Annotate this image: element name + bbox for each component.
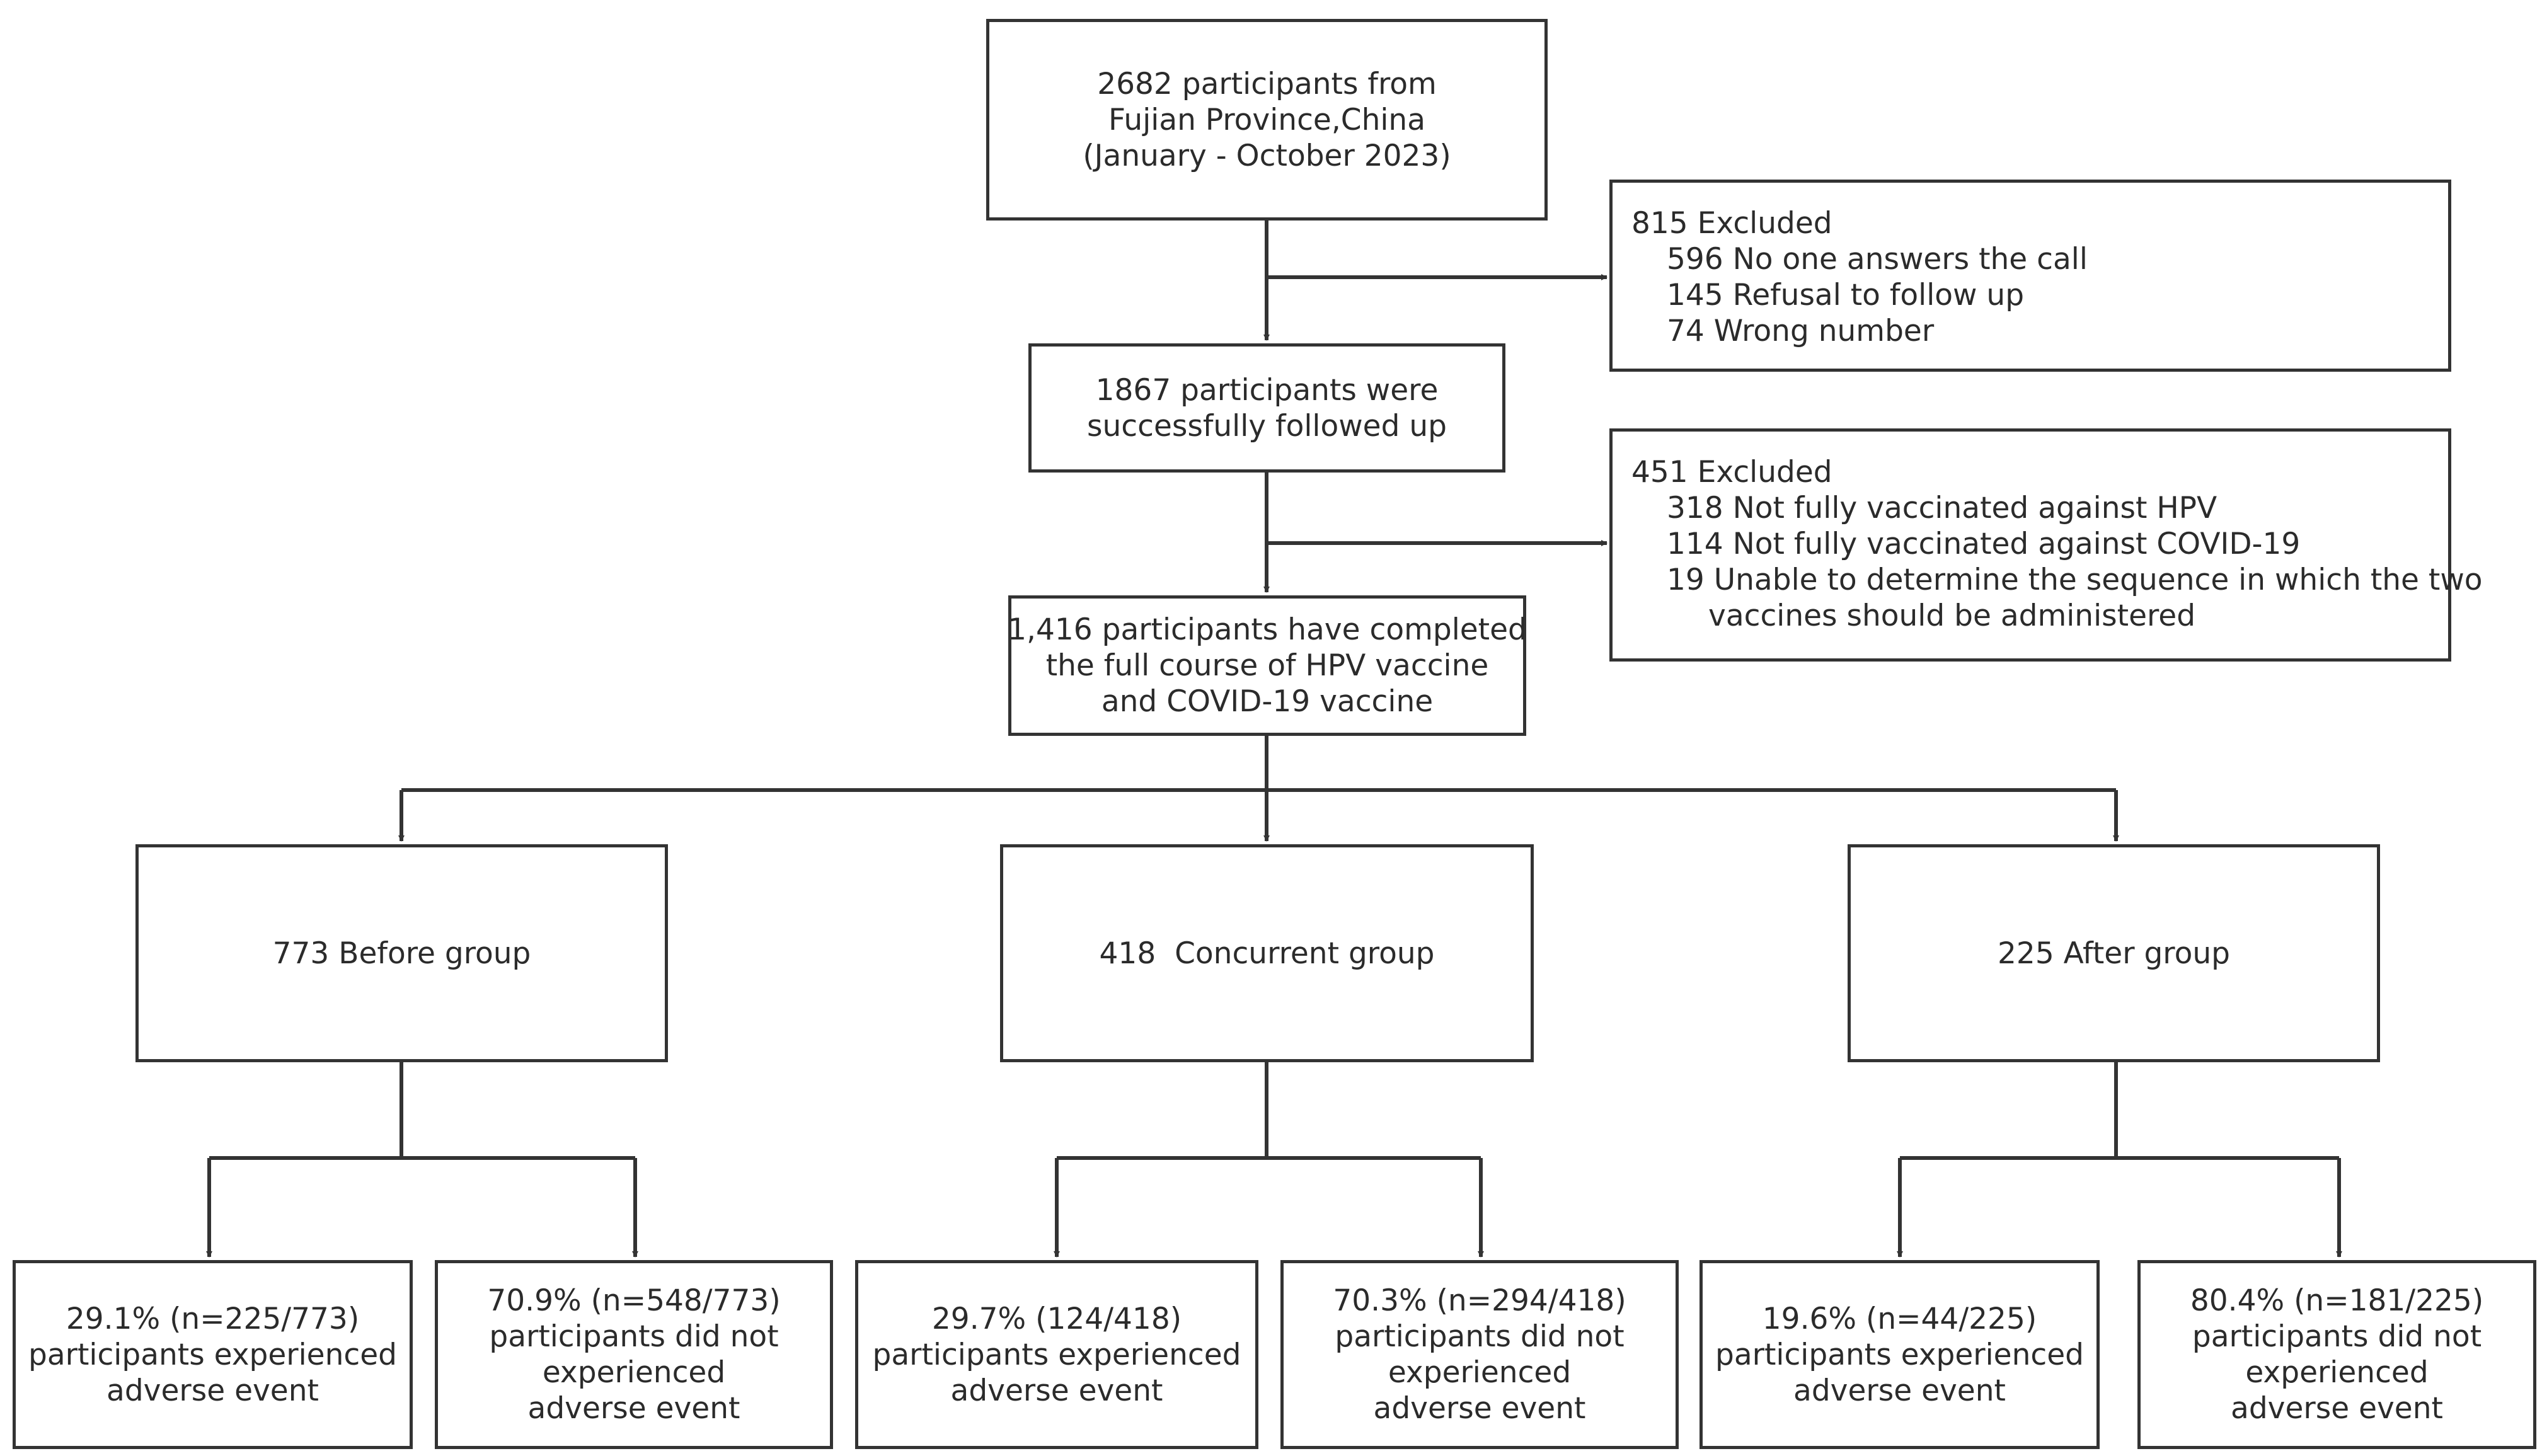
- before-ae-box: 29.1% (n=225/773) participants experienc…: [13, 1260, 413, 1449]
- concurrent-group-box: 418 Concurrent group: [1000, 844, 1534, 1062]
- concurrent-ae-line-2: participants experienced: [872, 1337, 1241, 1372]
- before-no-ae-line-4: adverse event: [527, 1391, 740, 1426]
- excluded2-reason-3-cont: vaccines should be administered: [1708, 599, 2196, 633]
- start-line-2: Fujian Province,China: [1108, 102, 1426, 137]
- concurrent-ae-box: 29.7% (124/418) participants experienced…: [855, 1260, 1258, 1449]
- followed-line-1: 1867 participants were: [1095, 372, 1439, 408]
- completed-line-1: 1,416 participants have completed: [1008, 612, 1527, 647]
- concurrent-group-label: 418 Concurrent group: [1099, 936, 1435, 971]
- concurrent-no-ae-line-3: experienced: [1388, 1355, 1572, 1390]
- excluded2-reason-1: 318 Not fully vaccinated against HPV: [1667, 491, 2217, 525]
- after-no-ae-box: 80.4% (n=181/225) participants did not e…: [2137, 1260, 2536, 1449]
- before-no-ae-box: 70.9% (n=548/773) participants did not e…: [435, 1260, 833, 1449]
- before-ae-line-1: 29.1% (n=225/773): [66, 1301, 360, 1336]
- concurrent-no-ae-box: 70.3% (n=294/418) participants did not e…: [1280, 1260, 1679, 1449]
- excluded1-reason-2: 145 Refusal to follow up: [1667, 278, 2025, 312]
- before-no-ae-line-2: participants did not: [489, 1319, 779, 1354]
- before-group-label: 773 Before group: [272, 936, 531, 971]
- concurrent-no-ae-line-4: adverse event: [1373, 1391, 1586, 1426]
- completed-line-2: the full course of HPV vaccine: [1045, 648, 1489, 683]
- excluded1-reason-3: 74 Wrong number: [1667, 314, 1935, 348]
- before-ae-line-3: adverse event: [106, 1373, 319, 1408]
- start-line-1: 2682 participants from: [1097, 66, 1437, 101]
- excluded1-reason-1: 596 No one answers the call: [1667, 242, 2088, 277]
- before-ae-line-2: participants experienced: [28, 1337, 397, 1372]
- concurrent-ae-line-3: adverse event: [950, 1373, 1163, 1408]
- before-no-ae-line-3: experienced: [542, 1355, 726, 1390]
- after-ae-line-1: 19.6% (n=44/225): [1762, 1301, 2037, 1336]
- excluded2-total: 451 Excluded: [1631, 455, 1832, 490]
- before-no-ae-line-1: 70.9% (n=548/773): [487, 1283, 781, 1318]
- after-ae-line-3: adverse event: [1793, 1373, 2006, 1408]
- followed-box: 1867 participants were successfully foll…: [1028, 343, 1505, 473]
- start-box: 2682 participants from Fujian Province,C…: [986, 19, 1548, 221]
- completed-line-3: and COVID-19 vaccine: [1101, 684, 1434, 719]
- before-group-box: 773 Before group: [135, 844, 668, 1062]
- excluded2-reason-2: 114 Not fully vaccinated against COVID-1…: [1667, 527, 2301, 561]
- concurrent-no-ae-line-1: 70.3% (n=294/418): [1333, 1283, 1626, 1318]
- after-group-label: 225 After group: [1998, 936, 2230, 971]
- excluded2-box: 451 Excluded 318 Not fully vaccinated ag…: [1609, 428, 2483, 662]
- after-no-ae-line-3: experienced: [2245, 1355, 2429, 1390]
- after-no-ae-line-2: participants did not: [2192, 1319, 2482, 1354]
- after-no-ae-line-4: adverse event: [2231, 1391, 2443, 1426]
- concurrent-no-ae-line-2: participants did not: [1335, 1319, 1625, 1354]
- excluded1-total: 815 Excluded: [1631, 206, 1832, 241]
- excluded1-box: 815 Excluded 596 No one answers the call…: [1609, 180, 2451, 372]
- after-group-box: 225 After group: [1848, 844, 2380, 1062]
- after-no-ae-line-1: 80.4% (n=181/225): [2190, 1283, 2484, 1318]
- followed-line-2: successfully followed up: [1087, 408, 1447, 444]
- after-ae-box: 19.6% (n=44/225) participants experience…: [1699, 1260, 2100, 1449]
- excluded2-reason-3: 19 Unable to determine the sequence in w…: [1667, 563, 2483, 597]
- concurrent-ae-line-1: 29.7% (124/418): [931, 1301, 1182, 1336]
- after-ae-line-2: participants experienced: [1715, 1337, 2084, 1372]
- start-line-3: (January - October 2023): [1083, 138, 1451, 173]
- completed-box: 1,416 participants have completed the fu…: [1008, 595, 1527, 736]
